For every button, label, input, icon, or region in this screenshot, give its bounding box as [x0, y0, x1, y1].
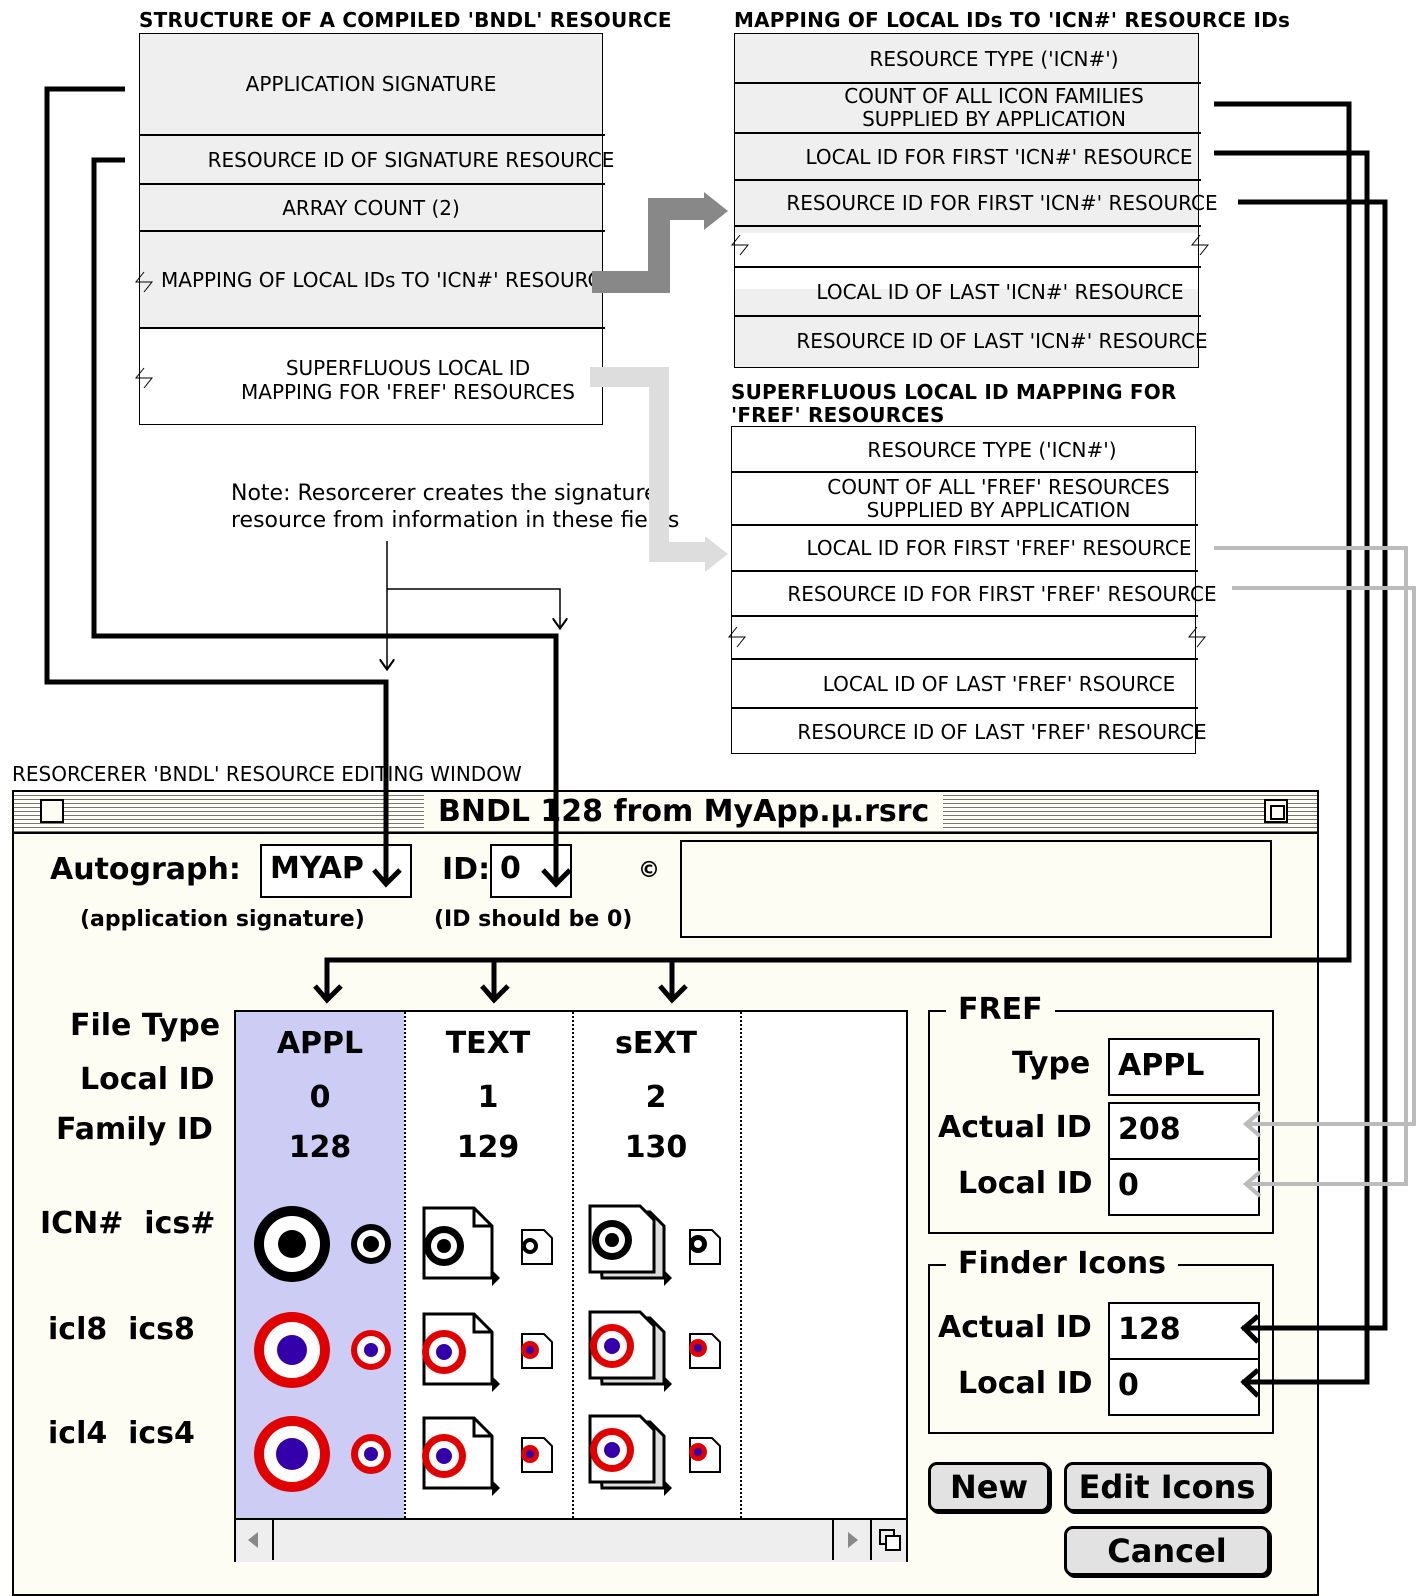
icn-mapping-title: MAPPING OF LOCAL IDs TO 'ICN#' RESOURCE …: [734, 8, 1290, 32]
finder-icons-group: Finder Icons Actual ID 128 Local ID 0: [928, 1264, 1274, 1434]
id-field[interactable]: 0: [490, 844, 572, 898]
sext-ics8-icon: [689, 1334, 720, 1368]
sext-icn-icon: [590, 1206, 672, 1286]
fref-group-title: FREF: [946, 990, 1055, 1030]
fref-actual-id-label: Actual ID: [938, 1108, 1092, 1148]
fref-row-first-local: LOCAL ID FOR FIRST 'FREF' RESOURCE: [731, 526, 1267, 570]
fref-group: FREF Type APPL Actual ID 208 Local ID 0: [928, 1010, 1274, 1234]
finder-actual-id-label: Actual ID: [938, 1308, 1092, 1348]
id-label: ID:: [442, 850, 490, 890]
size-box-icon[interactable]: [870, 1520, 908, 1560]
fref-row-last-resource: RESOURCE ID OF LAST 'FREF' RESOURCE: [731, 709, 1273, 754]
close-box-icon[interactable]: [40, 799, 64, 823]
icn-row-type: RESOURCE TYPE ('ICN#'): [734, 36, 1254, 82]
window-title: BNDL 128 from MyApp.µ.rsrc: [424, 794, 943, 830]
sext-icl8-icon: [590, 1312, 672, 1392]
fref-row-count: COUNT OF ALL 'FREF' RESOURCES SUPPLIED B…: [731, 473, 1266, 524]
text-icl4-icon: [422, 1418, 500, 1496]
bndl-row-fref-mapping: SUPERFLUOUS LOCAL ID MAPPING FOR 'FREF' …: [139, 355, 677, 405]
id-hint: (ID should be 0): [434, 906, 632, 934]
sext-ics4-icon: [689, 1438, 720, 1472]
window-caption: RESORCERER 'BNDL' RESOURCE EDITING WINDO…: [12, 762, 522, 786]
sext-icl4-icon: [590, 1416, 672, 1496]
fref-local-id-label: Local ID: [958, 1164, 1093, 1204]
row-label-icn: ICN# ics#: [40, 1204, 215, 1244]
appl-icl8-icon: [254, 1312, 330, 1388]
row-label-local-id: Local ID: [80, 1060, 215, 1100]
finder-local-id-field[interactable]: 0: [1108, 1358, 1260, 1416]
horizontal-scrollbar[interactable]: [236, 1518, 906, 1562]
autograph-field[interactable]: MYAP: [260, 844, 412, 898]
appl-ics8-icon: [351, 1330, 391, 1370]
row-label-icl8: icl8 ics8: [48, 1310, 195, 1350]
bndl-structure-title: STRUCTURE OF A COMPILED 'BNDL' RESOURCE: [139, 8, 672, 32]
note-line-2: resource from information in these field…: [231, 507, 679, 534]
icn-row-last-resource: RESOURCE ID OF LAST 'ICN#' RESOURCE: [734, 317, 1270, 365]
icn-row-first-resource: RESOURCE ID FOR FIRST 'ICN#' RESOURCE: [734, 181, 1270, 225]
icon-family-grid[interactable]: APPL 0 128 TEXT 1 129 sEXT 2 130: [234, 1010, 908, 1562]
appl-icn-icon: [254, 1206, 330, 1282]
copyright-icon: ©: [638, 856, 660, 886]
fref-type-field[interactable]: APPL: [1108, 1038, 1260, 1096]
new-button[interactable]: New: [928, 1462, 1050, 1512]
bndl-editor-window: BNDL 128 from MyApp.µ.rsrc Autograph: MY…: [12, 790, 1319, 1596]
edit-icons-button[interactable]: Edit Icons: [1064, 1462, 1270, 1512]
appl-ics-icon: [351, 1224, 391, 1264]
bndl-row-signature-id: RESOURCE ID OF SIGNATURE RESOURCE: [139, 136, 683, 183]
fref-type-label: Type: [1012, 1044, 1090, 1084]
fref-row-last-local: LOCAL ID OF LAST 'FREF' RSOURCE: [731, 660, 1267, 707]
sext-ics-icon: [689, 1230, 720, 1264]
appl-ics4-icon: [351, 1434, 391, 1474]
copyright-text-field[interactable]: [680, 840, 1272, 938]
fref-row-type: RESOURCE TYPE ('ICN#'): [731, 428, 1253, 471]
cancel-button[interactable]: Cancel: [1064, 1526, 1270, 1576]
fref-actual-id-field[interactable]: 208: [1108, 1102, 1260, 1160]
row-label-family-id: Family ID: [56, 1110, 213, 1150]
row-label-icl4: icl4 ics4: [48, 1414, 195, 1454]
scroll-left-arrow-icon[interactable]: [236, 1520, 274, 1560]
text-ics8-icon: [521, 1334, 552, 1368]
bndl-row-signature: APPLICATION SIGNATURE: [139, 34, 603, 134]
text-ics4-icon: [521, 1438, 552, 1472]
bndl-row-array-count: ARRAY COUNT (2): [139, 185, 603, 230]
zoom-box-icon[interactable]: [1264, 799, 1288, 823]
icn-row-first-local: LOCAL ID FOR FIRST 'ICN#' RESOURCE: [734, 134, 1264, 179]
icon-previews: [236, 1012, 906, 1518]
icn-row-count: COUNT OF ALL ICON FAMILIES SUPPLIED BY A…: [734, 84, 1254, 132]
autograph-label: Autograph:: [50, 850, 241, 890]
bndl-row-icn-mapping: MAPPING OF LOCAL IDs TO 'ICN#' RESOURCE …: [149, 262, 689, 298]
fref-mapping-title-1: SUPERFLUOUS LOCAL ID MAPPING FOR: [731, 380, 1177, 404]
text-ics-icon: [522, 1230, 552, 1264]
text-icn-icon: [424, 1208, 500, 1286]
fref-local-id-field[interactable]: 0: [1108, 1158, 1260, 1216]
finder-actual-id-field[interactable]: 128: [1108, 1302, 1260, 1360]
autograph-hint: (application signature): [80, 906, 365, 934]
finder-local-id-label: Local ID: [958, 1364, 1093, 1404]
note-line-1: Note: Resorcerer creates the signature: [231, 480, 658, 507]
finder-icons-title: Finder Icons: [946, 1244, 1178, 1284]
appl-icl4-icon: [254, 1416, 330, 1492]
title-bar[interactable]: BNDL 128 from MyApp.µ.rsrc: [14, 792, 1317, 834]
row-label-file-type: File Type: [70, 1006, 220, 1046]
scroll-right-arrow-icon[interactable]: [832, 1520, 870, 1560]
icn-row-last-local: LOCAL ID OF LAST 'ICN#' RESOURCE: [734, 268, 1266, 315]
fref-row-first-resource: RESOURCE ID FOR FIRST 'FREF' RESOURCE: [731, 572, 1273, 615]
fref-mapping-title-2: 'FREF' RESOURCES: [731, 403, 945, 427]
text-icl8-icon: [422, 1314, 500, 1392]
